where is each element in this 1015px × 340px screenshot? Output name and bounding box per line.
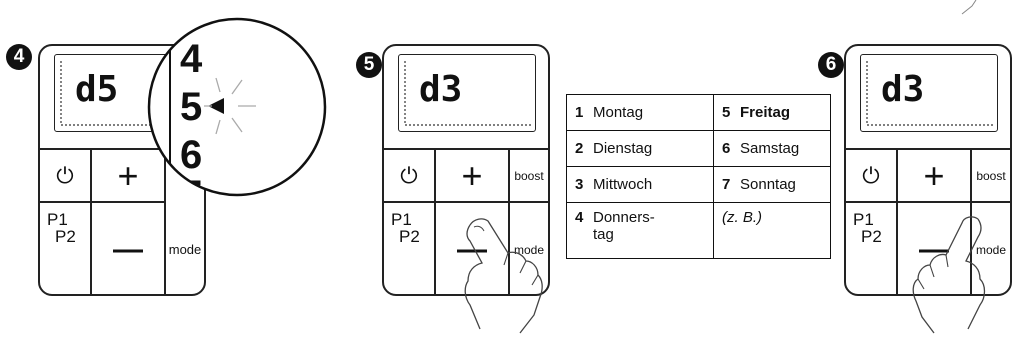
mode-label: mode bbox=[168, 242, 202, 257]
boost-button[interactable]: boost bbox=[510, 148, 548, 203]
p1-label: P1 bbox=[391, 210, 412, 229]
mode-label: mode bbox=[975, 242, 1007, 257]
lcd-readout: d3 bbox=[881, 69, 924, 110]
minus-button[interactable]: — bbox=[436, 203, 510, 296]
power-button[interactable]: ⏻ bbox=[40, 148, 92, 203]
lcd-display: d3 bbox=[398, 54, 536, 132]
zoom-digit-4: 4 bbox=[180, 37, 203, 81]
boost-label: boost bbox=[976, 168, 1006, 183]
pointing-hand-icon bbox=[912, 216, 986, 334]
zoom-magnifier: 8 4 5 6 7 bbox=[147, 12, 327, 197]
lcd-display: d3 bbox=[860, 54, 998, 132]
pointer-arrow-icon bbox=[208, 98, 224, 114]
lcd-scale-graphic: d3 bbox=[404, 61, 531, 126]
plus-button[interactable]: + bbox=[436, 148, 510, 203]
zoom-digit-5: 5 bbox=[180, 85, 202, 129]
mode-button[interactable]: mode bbox=[972, 203, 1010, 296]
zoom-digit-6: 6 bbox=[180, 133, 202, 177]
step-badge-6: 6 bbox=[818, 52, 844, 78]
mode-button[interactable]: mode bbox=[166, 203, 204, 296]
mode-label: mode bbox=[513, 242, 545, 257]
p2-label: P2 bbox=[861, 227, 882, 246]
table-cell: (z. B.) bbox=[713, 202, 831, 259]
power-icon: ⏻ bbox=[862, 162, 880, 188]
plus-button[interactable]: + bbox=[898, 148, 972, 203]
minus-icon: — bbox=[919, 232, 949, 266]
plus-icon: + bbox=[117, 154, 139, 196]
minus-button[interactable]: — bbox=[898, 203, 972, 296]
power-button[interactable]: ⏻ bbox=[846, 148, 898, 203]
lcd-readout: d3 bbox=[419, 69, 462, 110]
plus-icon: + bbox=[461, 154, 483, 196]
lcd-scale-graphic: d5 bbox=[60, 61, 187, 126]
power-icon: ⏻ bbox=[400, 162, 418, 188]
mode-button[interactable]: mode bbox=[510, 203, 548, 296]
plus-button[interactable]: + bbox=[92, 148, 166, 203]
boost-button[interactable]: boost bbox=[972, 148, 1010, 203]
p2-label: P2 bbox=[55, 227, 76, 246]
power-icon: ⏻ bbox=[56, 162, 74, 188]
minus-icon: — bbox=[457, 232, 487, 266]
lcd-display: d5 bbox=[54, 54, 192, 132]
edge-line-decoration bbox=[961, 0, 977, 15]
step-badge-5: 5 bbox=[356, 52, 382, 78]
p1-label: P1 bbox=[47, 210, 68, 229]
power-button[interactable]: ⏻ bbox=[384, 148, 436, 203]
plus-icon: + bbox=[923, 154, 945, 196]
boost-label: boost bbox=[514, 168, 544, 183]
blink-rays-icon bbox=[204, 77, 256, 135]
step-badge-4: 4 bbox=[6, 44, 32, 70]
lcd-readout: d5 bbox=[75, 69, 118, 110]
p1-label: P1 bbox=[853, 210, 874, 229]
lcd-scale-graphic: d3 bbox=[866, 61, 993, 126]
minus-icon: — bbox=[113, 232, 143, 266]
pointing-hand-icon bbox=[464, 218, 543, 334]
minus-button[interactable]: — bbox=[92, 203, 166, 296]
svg-text:8: 8 bbox=[180, 12, 200, 34]
p2-label: P2 bbox=[399, 227, 420, 246]
